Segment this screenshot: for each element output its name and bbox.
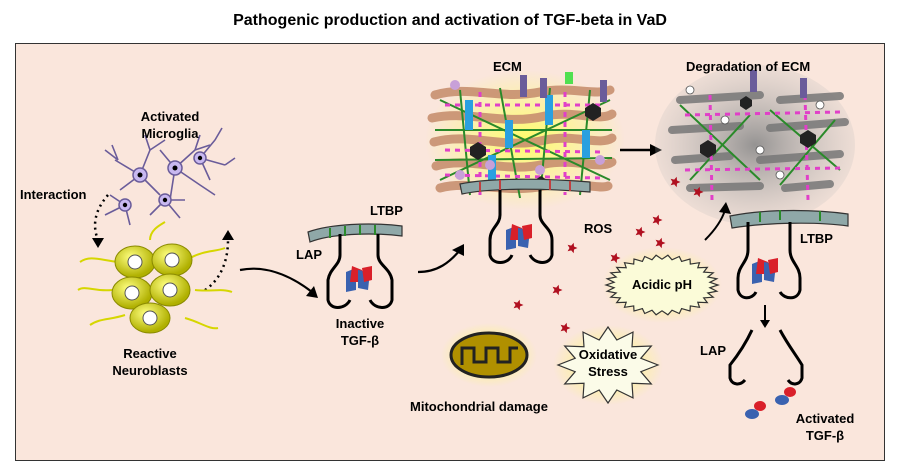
- arrow-down-activation-head: [760, 320, 770, 328]
- microglia-cells: [118, 151, 207, 212]
- ros-star: [560, 322, 571, 334]
- oxidative-stress-burst: [553, 325, 663, 405]
- label-ltbp-left: LTBP: [370, 203, 403, 218]
- neuroblast-processes: [77, 221, 233, 330]
- label-activated-microglia-line2: Microglia: [141, 126, 199, 141]
- label-activated-microglia: Activated Microglia: [120, 108, 220, 142]
- arrow-to-inactive: [239, 267, 313, 293]
- arrow-to-inactive-head: [306, 286, 318, 298]
- ecm-matrix: [425, 70, 625, 210]
- label-ros: ROS: [584, 221, 613, 236]
- label-ltbp-right: LTBP: [800, 231, 833, 246]
- label-inactive-tgf: Inactive TGF-β: [320, 315, 400, 349]
- label-activated-tgf-line2: TGF-β: [805, 428, 845, 443]
- neuroblast-cells: [111, 243, 193, 334]
- ros-star: [652, 214, 663, 226]
- label-lap-right: LAP: [700, 343, 726, 358]
- interaction-arrowhead-up: [222, 230, 234, 240]
- arrow-to-ecm-head: [452, 244, 464, 256]
- ros-star: [693, 186, 704, 198]
- ros-star: [513, 299, 524, 311]
- label-degradation-ecm: Degradation of ECM: [686, 59, 811, 74]
- label-activated-microglia-line1: Activated: [140, 109, 200, 124]
- label-oxidative-stress-line2: Stress: [588, 364, 628, 379]
- degraded-ecm: [655, 65, 855, 225]
- right-ltbp-complex: [729, 209, 849, 300]
- ros-star: [552, 284, 563, 296]
- label-ecm: ECM: [493, 59, 522, 74]
- label-oxidative-stress: Oxidative Stress: [568, 346, 648, 380]
- label-inactive-tgf-line2: TGF-β: [340, 333, 380, 348]
- inactive-tgf-complex: [307, 223, 403, 309]
- ros-star: [655, 237, 666, 249]
- arrow-acidic-to-complex-head: [719, 202, 731, 214]
- released-lap: [728, 329, 804, 386]
- label-oxidative-stress-line1: Oxidative: [578, 347, 638, 362]
- label-activated-tgf: Activated TGF-β: [780, 410, 870, 444]
- ros-star: [610, 252, 621, 264]
- interaction-arrows: [93, 194, 230, 292]
- acidic-ph-burst: [602, 247, 722, 323]
- label-mitochondrial-damage: Mitochondrial damage: [410, 399, 548, 414]
- label-acidic-ph: Acidic pH: [632, 277, 692, 292]
- label-activated-tgf-line1: Activated: [795, 411, 855, 426]
- ros-star: [670, 176, 681, 188]
- ros-star: [567, 242, 578, 254]
- arrow-to-ecm: [417, 249, 461, 274]
- label-interaction: Interaction: [20, 187, 87, 202]
- activated-tgf-molecules: [745, 387, 796, 419]
- label-inactive-tgf-line1: Inactive: [335, 316, 385, 331]
- figure-title: Pathogenic production and activation of …: [233, 12, 667, 29]
- label-reactive-neuroblasts-line2: Neuroblasts: [112, 363, 188, 378]
- label-reactive-neuroblasts: Reactive Neuroblasts: [100, 345, 200, 379]
- ros-stars: [513, 176, 704, 334]
- label-reactive-neuroblasts-line1: Reactive: [123, 346, 177, 361]
- interaction-arrowhead-down: [92, 238, 104, 248]
- ecm-tgf-complex: [459, 178, 591, 264]
- ros-star: [635, 226, 646, 238]
- mitochondrion: [441, 323, 537, 387]
- label-lap-left: LAP: [296, 247, 322, 262]
